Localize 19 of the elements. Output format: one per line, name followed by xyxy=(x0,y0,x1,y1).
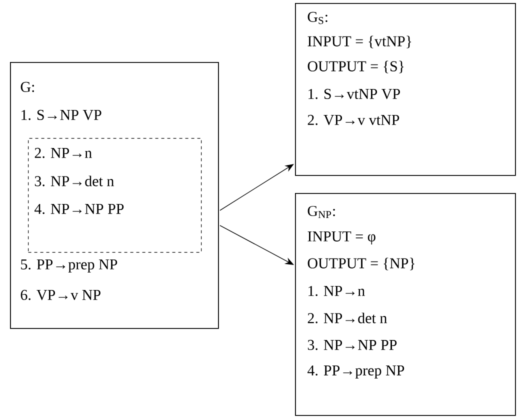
rule-text: 2. NP→n xyxy=(34,148,92,158)
heading-text: G$_{NP}$: xyxy=(308,206,335,218)
rule-text: INPUT = {vtNP} xyxy=(308,36,412,48)
rule-text: 5. PP→prep NP xyxy=(21,260,118,272)
heading-text: G: xyxy=(20,82,34,92)
rule-text: 6. VP→v NP xyxy=(20,290,100,300)
rule-text: 4. PP→prep NP xyxy=(308,365,404,379)
rule-text: 3. NP→NP PP xyxy=(308,340,397,350)
rule-text: 1. S→vtNP VP xyxy=(308,88,400,100)
rule-text: 3. NP→det n xyxy=(34,176,114,186)
rule-text: 4. NP→NP PP xyxy=(34,204,124,214)
rule-text: 1. NP→n xyxy=(308,286,365,296)
rule-text: OUTPUT = {S} xyxy=(308,60,404,74)
heading-text: G$_{S}$: xyxy=(308,12,328,24)
rule-text: 2. VP→v vtNP xyxy=(308,114,400,126)
rule-text: INPUT = φ xyxy=(308,232,376,244)
rule-text: 2. NP→det n xyxy=(308,312,387,324)
rule-text: 1. S→NP VP xyxy=(22,110,102,120)
rule-text: OUTPUT = {NP} xyxy=(308,258,415,270)
